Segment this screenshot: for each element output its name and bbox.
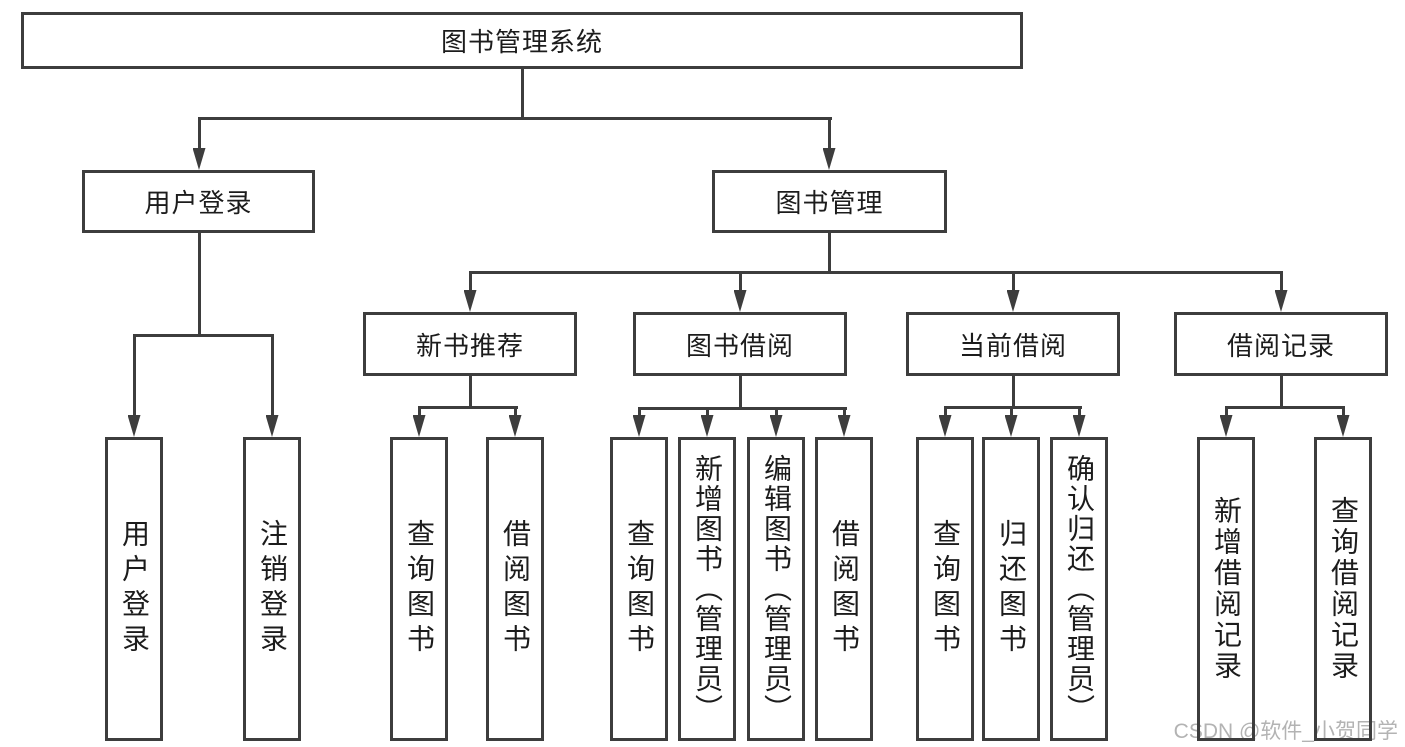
node-label: 图书管理系统 bbox=[440, 27, 603, 57]
node-label: 查询图书 bbox=[930, 519, 961, 659]
leaf-return-book: 归还图书 bbox=[982, 437, 1040, 741]
node-label: 新书推荐 bbox=[415, 330, 524, 361]
arrowhead-icon bbox=[822, 148, 836, 170]
arrowhead-icon bbox=[700, 415, 714, 437]
connector-line bbox=[417, 405, 518, 409]
arrowhead-icon bbox=[265, 415, 279, 437]
connector-line bbox=[1011, 376, 1015, 409]
arrowhead-icon bbox=[1336, 415, 1350, 437]
node-label: 当前借阅 bbox=[958, 330, 1067, 361]
connector-line bbox=[705, 408, 709, 421]
arrowhead-icon bbox=[1219, 415, 1233, 437]
leaf-query-borrow-record: 查询借阅记录 bbox=[1314, 437, 1372, 741]
connector-line bbox=[468, 272, 472, 294]
node-new-book-recommend: 新书推荐 bbox=[363, 312, 577, 376]
node-label: 归还图书 bbox=[996, 519, 1027, 659]
node-label: 查询借阅记录 bbox=[1328, 496, 1359, 682]
csdn-watermark: CSDN @软件_小贺同学 bbox=[1173, 720, 1398, 743]
node-label: 查询图书 bbox=[404, 519, 435, 659]
connector-line bbox=[1224, 407, 1228, 421]
node-label: 新增图书（管理员） bbox=[692, 454, 723, 724]
leaf-logout-login: 注销登录 bbox=[243, 437, 301, 741]
connector-line bbox=[197, 233, 201, 335]
arrowhead-icon bbox=[632, 415, 646, 437]
node-label: 新增借阅记录 bbox=[1211, 496, 1242, 682]
node-label: 查询图书 bbox=[624, 519, 655, 659]
node-book-management: 图书管理 bbox=[712, 170, 947, 233]
leaf-borrow-book-recommend: 借阅图书 bbox=[486, 437, 544, 741]
connector-line bbox=[1224, 405, 1345, 409]
connector-line bbox=[637, 406, 847, 410]
node-label: 借阅图书 bbox=[500, 519, 531, 659]
node-label: 用户登录 bbox=[144, 188, 253, 218]
arrowhead-icon bbox=[508, 415, 522, 437]
arrowhead-icon bbox=[837, 415, 851, 437]
node-label: 图书借阅 bbox=[685, 330, 794, 361]
leaf-add-book-admin: 新增图书（管理员） bbox=[678, 437, 736, 741]
connector-line bbox=[132, 335, 136, 417]
connector-line bbox=[468, 376, 472, 409]
arrowhead-icon bbox=[733, 290, 747, 312]
connector-line bbox=[827, 233, 831, 273]
arrowhead-icon bbox=[127, 415, 141, 437]
connector-line bbox=[132, 333, 274, 337]
node-label: 确认归还（管理员） bbox=[1064, 454, 1095, 724]
node-book-borrow: 图书借阅 bbox=[633, 312, 847, 376]
arrowhead-icon bbox=[1274, 290, 1288, 312]
connector-line bbox=[1279, 376, 1283, 409]
node-library-system: 图书管理系统 bbox=[21, 12, 1023, 69]
connector-line bbox=[520, 68, 524, 120]
connector-line bbox=[417, 407, 421, 421]
node-user-login: 用户登录 bbox=[82, 170, 315, 233]
leaf-query-book-recommend: 查询图书 bbox=[390, 437, 448, 741]
arrowhead-icon bbox=[192, 148, 206, 170]
connector-line bbox=[513, 407, 517, 421]
node-label: 注销登录 bbox=[257, 519, 288, 659]
leaf-query-book-borrow: 查询图书 bbox=[610, 437, 668, 741]
node-label: 编辑图书（管理员） bbox=[761, 454, 792, 724]
connector-line bbox=[1077, 407, 1081, 421]
connector-line bbox=[637, 408, 641, 421]
connector-line bbox=[827, 119, 831, 151]
connector-line bbox=[197, 119, 201, 151]
leaf-borrow-book: 借阅图书 bbox=[815, 437, 873, 741]
connector-line bbox=[943, 405, 1082, 409]
node-label: 图书管理 bbox=[775, 188, 884, 218]
leaf-edit-book-admin: 编辑图书（管理员） bbox=[747, 437, 805, 741]
node-label: 借阅图书 bbox=[829, 519, 860, 659]
connector-line bbox=[270, 335, 274, 417]
connector-line bbox=[1341, 407, 1345, 421]
connector-line bbox=[1011, 272, 1015, 294]
leaf-confirm-return-admin: 确认归还（管理员） bbox=[1050, 437, 1108, 741]
node-label: 用户登录 bbox=[119, 519, 150, 659]
arrowhead-icon bbox=[463, 290, 477, 312]
connector-line bbox=[197, 117, 832, 120]
arrowhead-icon bbox=[1072, 415, 1086, 437]
node-current-borrow: 当前借阅 bbox=[906, 312, 1120, 376]
connector-line bbox=[468, 270, 1283, 274]
leaf-query-book-current: 查询图书 bbox=[916, 437, 974, 741]
arrowhead-icon bbox=[1006, 290, 1020, 312]
connector-line bbox=[842, 408, 846, 421]
node-label: 借阅记录 bbox=[1226, 330, 1335, 361]
arrowhead-icon bbox=[1004, 415, 1018, 437]
connector-line bbox=[1279, 272, 1283, 294]
connector-line bbox=[738, 376, 742, 410]
arrowhead-icon bbox=[938, 415, 952, 437]
connector-line bbox=[1009, 407, 1013, 421]
connector-line bbox=[943, 407, 947, 421]
node-borrow-records: 借阅记录 bbox=[1174, 312, 1388, 376]
connector-line bbox=[774, 408, 778, 421]
connector-line bbox=[738, 272, 742, 294]
leaf-add-borrow-record: 新增借阅记录 bbox=[1197, 437, 1255, 741]
arrowhead-icon bbox=[769, 415, 783, 437]
leaf-user-login: 用户登录 bbox=[105, 437, 163, 741]
arrowhead-icon bbox=[412, 415, 426, 437]
